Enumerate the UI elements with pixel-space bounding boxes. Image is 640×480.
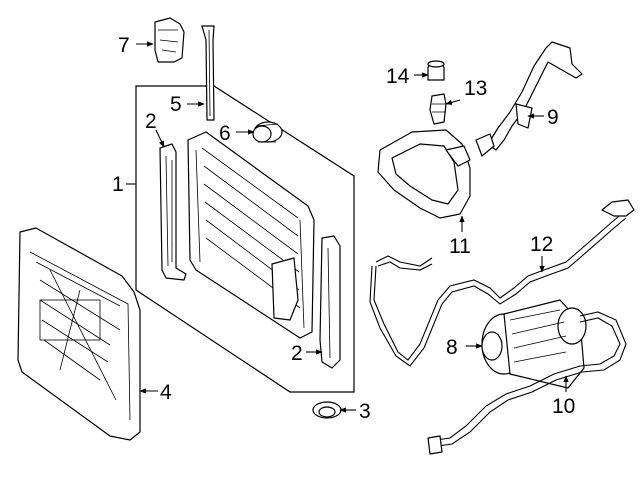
callout-3: 3 (359, 400, 371, 423)
part-12-tube (369, 199, 635, 367)
part-3-grommet (312, 401, 342, 419)
callout-8: 8 (446, 336, 458, 359)
part-13-valve (429, 93, 447, 125)
callout-7: 7 (118, 34, 130, 57)
part-8-compressor (481, 299, 587, 389)
part-11-hose (377, 129, 471, 219)
callout-12: 12 (530, 233, 553, 256)
leader-lines (126, 41, 569, 413)
part-6-cap (252, 121, 283, 143)
part-2-left-bracket (159, 143, 187, 281)
callout-6: 6 (219, 122, 231, 145)
callout-5: 5 (170, 93, 182, 116)
part-10-discharge-line (427, 311, 627, 455)
callout-10: 10 (552, 395, 575, 418)
part-4-support-panel (17, 227, 141, 441)
callout-14: 14 (386, 65, 410, 88)
part-5-seal-strip (201, 25, 215, 121)
condenser-core (187, 131, 315, 339)
part-2-right-bracket (319, 235, 341, 369)
callout-1: 1 (112, 173, 124, 196)
part-7-bracket (154, 17, 185, 63)
part-9-ac-line (475, 41, 583, 157)
callout-4: 4 (160, 381, 172, 404)
callout-13: 13 (464, 77, 487, 100)
callout-11: 11 (449, 235, 471, 258)
callout-2-upper: 2 (145, 110, 157, 133)
callout-2-lower: 2 (291, 342, 303, 365)
callout-9: 9 (547, 106, 559, 129)
part-14-cap (427, 60, 445, 81)
